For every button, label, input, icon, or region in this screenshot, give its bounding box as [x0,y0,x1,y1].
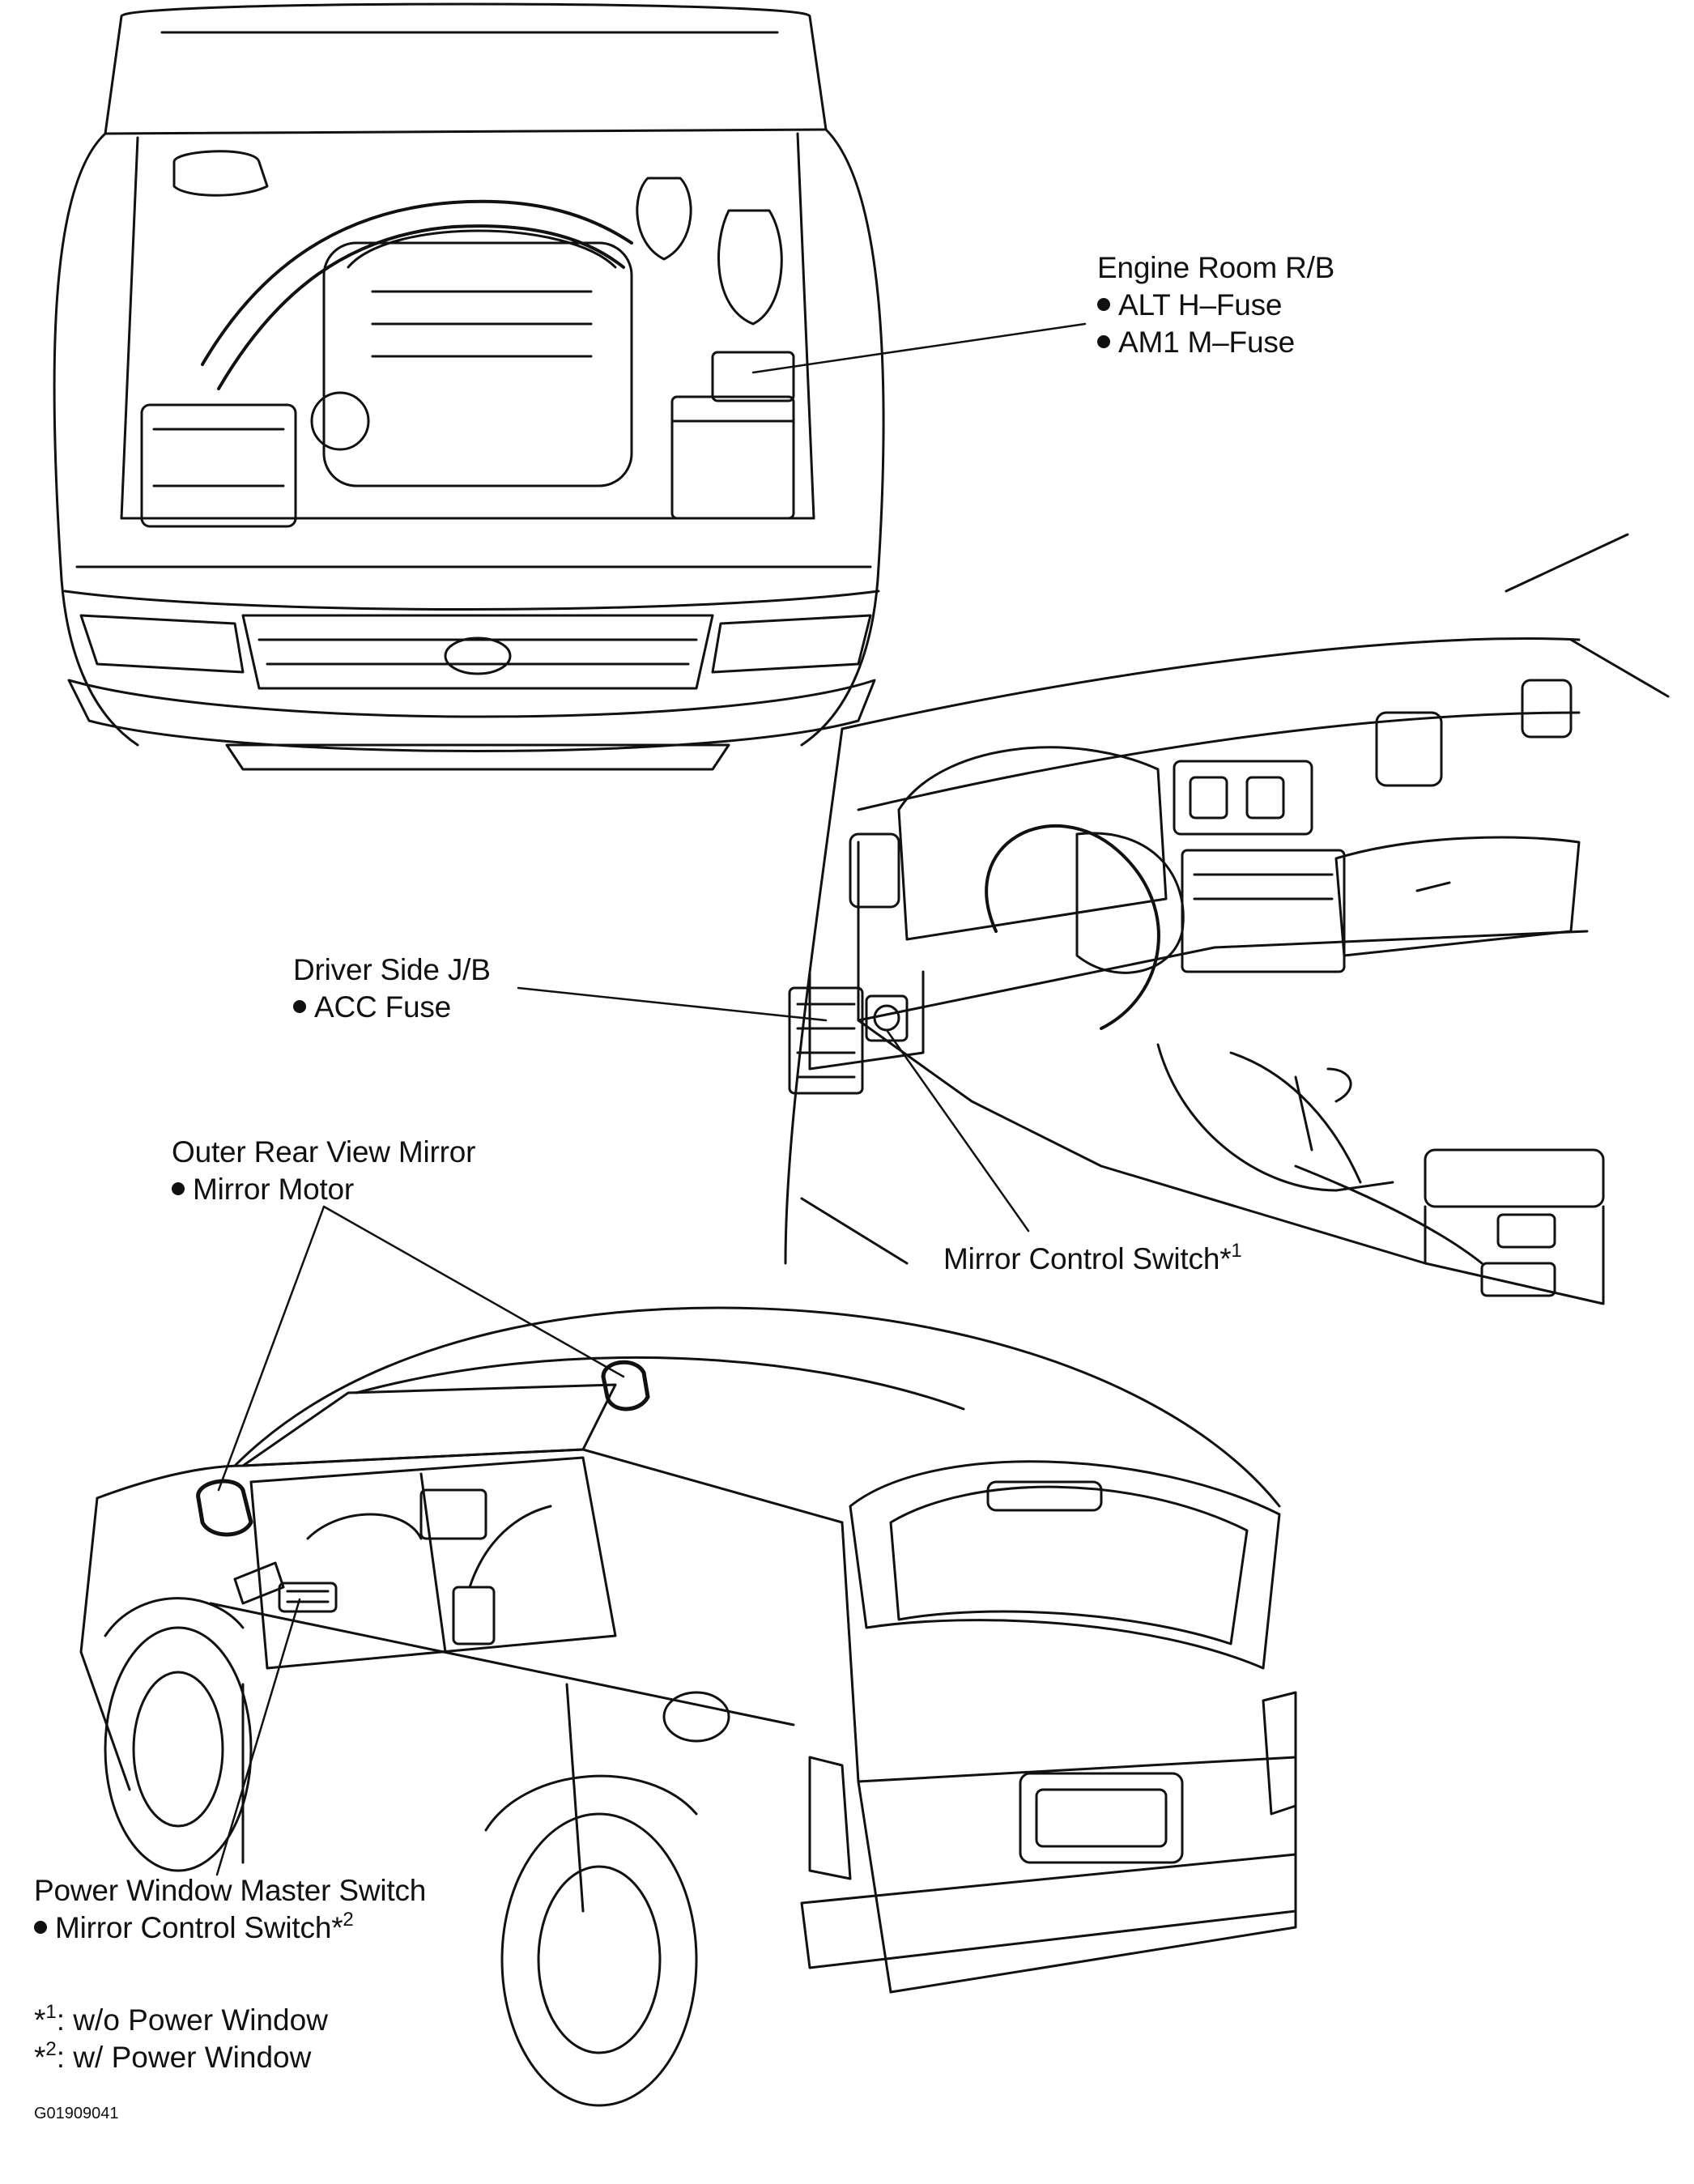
dashboard-drawing [784,533,1670,1305]
footnote-1-mark: * [34,2003,46,2037]
footnote-1-text: : w/o Power Window [56,2003,328,2037]
driver-side-jb [788,986,864,1095]
callout-pw-master-title: Power Window Master Switch [34,1874,427,1907]
callout-outer-mirror-item-1: Mirror Motor [193,1173,355,1206]
callout-driver-jb-item-1: ACC Fuse [314,990,452,1024]
callout-engine-room-item-2: AM1 M–Fuse [1118,326,1296,359]
leader-pw-master [215,1598,301,1876]
footnote-1: *1: w/o Power Window [34,2002,328,2039]
callout-outer-mirror: Outer Rear View Mirror Mirror Motor [172,1134,475,1208]
leader-driver-jb [517,986,828,1022]
callout-pw-master-item-sup: 2 [343,1908,354,1931]
footnote-2: *2: w/ Power Window [34,2039,311,2076]
leader-mirror-right [322,1205,625,1378]
callout-pw-master: Power Window Master Switch Mirror Contro… [34,1872,426,1947]
footnote-2-mark: * [34,2041,46,2074]
callout-outer-mirror-title: Outer Rear View Mirror [172,1135,476,1169]
callout-pw-master-item-1: Mirror Control Switch* [55,1911,343,1944]
power-window-master-switch [278,1582,338,1613]
bullet-icon [1097,335,1110,349]
figure-code: G01909041 [34,2105,119,2122]
bullet-icon [172,1182,185,1196]
footnote-2-text: : w/ Power Window [56,2041,312,2074]
callout-engine-room-title: Engine Room R/B [1097,251,1335,284]
footnote-1-sup: 1 [45,2000,57,2023]
engine-compartment-drawing [53,2,885,771]
leader-mirror-left [217,1205,326,1492]
leader-engine-room [751,322,1087,374]
callout-mirror-switch-title: Mirror Control Switch* [943,1242,1232,1275]
bullet-icon [293,1000,306,1014]
vehicle-rear-drawing [79,1306,1297,2107]
callout-driver-jb-title: Driver Side J/B [293,953,491,986]
callout-mirror-switch-sup: 1 [1231,1239,1242,1262]
bullet-icon [34,1921,47,1935]
right-outer-mirror [601,1360,650,1411]
bullet-icon [1097,298,1110,312]
callout-engine-room-item-1: ALT H–Fuse [1118,288,1283,321]
leader-lines [215,322,1087,1876]
footnote-2-sup: 2 [45,2037,57,2060]
callout-mirror-switch: Mirror Control Switch*1 [943,1241,1242,1278]
left-outer-mirror [196,1479,253,1537]
callout-driver-jb: Driver Side J/B ACC Fuse [293,952,491,1026]
engine-room-relay-block [711,351,795,402]
leader-mirror-switch [885,1028,1030,1232]
callout-engine-room: Engine Room R/B ALT H–Fuse AM1 M–Fuse [1097,249,1334,361]
